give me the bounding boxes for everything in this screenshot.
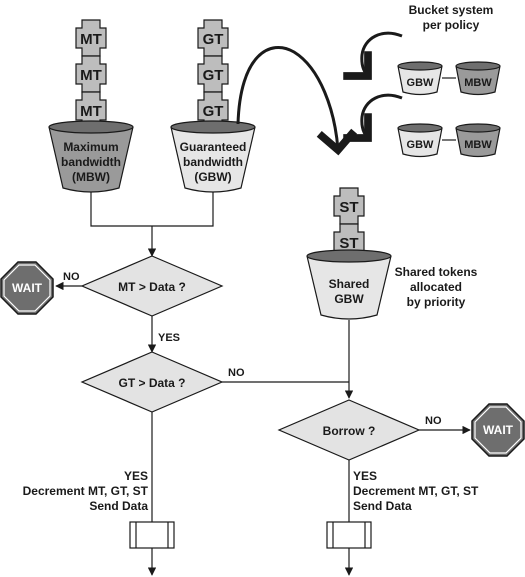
- svg-text:allocated: allocated: [410, 280, 462, 294]
- wait-label: WAIT: [483, 423, 514, 437]
- svg-text:by priority: by priority: [407, 295, 466, 309]
- yes-label: YES: [353, 469, 377, 483]
- no-label: NO: [228, 367, 245, 379]
- bucket-label-line: (MBW): [72, 170, 110, 184]
- bucket-label-line: GBW: [334, 292, 364, 306]
- bucket-system-caption: per policy: [423, 18, 480, 32]
- bucket-system: Bucket system per policy GBW MBW GBW MBW: [343, 3, 501, 158]
- bucket-label-line: bandwidth: [61, 155, 121, 169]
- gbw-mini-label: GBW: [407, 139, 435, 151]
- yes-label: YES: [124, 469, 148, 483]
- gt-token: GT: [197, 91, 229, 129]
- left-action-text: YES Decrement MT, GT, ST Send Data: [23, 469, 149, 513]
- bucket-label-line: Shared: [329, 277, 370, 291]
- st-token: ST: [333, 223, 365, 261]
- mbw-mini-label: MBW: [464, 139, 492, 151]
- bucket-label-line: (GBW): [194, 170, 231, 184]
- refill-arrow-icon: [343, 31, 403, 80]
- decision-label: MT > Data ?: [118, 280, 186, 294]
- mt-token-label: MT: [80, 67, 102, 84]
- guaranteed-bandwidth-bucket: Guaranteed bandwidth (GBW): [170, 120, 256, 193]
- decision-label: GT > Data ?: [118, 376, 185, 390]
- no-label: NO: [63, 271, 80, 283]
- send-data-process-box: [129, 521, 175, 549]
- bucket-system-caption: Bucket system: [409, 3, 494, 17]
- gbw-mini-label: GBW: [407, 77, 435, 89]
- st-token-stack: ST ST: [333, 187, 365, 261]
- svg-text:Shared tokens: Shared tokens: [395, 265, 478, 279]
- gbw-mini-bucket: GBW: [397, 61, 443, 96]
- send-data-label: Send Data: [89, 499, 148, 513]
- gt-token: GT: [197, 19, 229, 57]
- mt-data-decision: MT > Data ?: [80, 255, 224, 317]
- mt-token: MT: [75, 55, 107, 93]
- mbw-mini-bucket: MBW: [455, 61, 501, 96]
- shared-gbw-bucket: Shared GBW: [306, 249, 392, 320]
- bucket-label-line: Guaranteed: [180, 140, 247, 154]
- send-data-label: Send Data: [353, 499, 412, 513]
- bucket-merge-connector: [90, 192, 214, 257]
- gbw-transfer-arrow: [236, 46, 358, 156]
- decrement-label: Decrement MT, GT, ST: [23, 484, 149, 498]
- borrow-decision: Borrow ?: [277, 399, 421, 461]
- wait-label: WAIT: [12, 281, 43, 295]
- gbw-mini-bucket: GBW: [397, 123, 443, 158]
- mbw-mini-bucket: MBW: [455, 123, 501, 158]
- bucket-label-line: Maximum: [63, 140, 118, 154]
- maximum-bandwidth-bucket: Maximum bandwidth (MBW): [48, 120, 134, 193]
- send-data-process-box: [326, 521, 372, 549]
- mbw-mini-label: MBW: [464, 77, 492, 89]
- st-token-label: ST: [339, 199, 358, 216]
- decrement-label: Decrement MT, GT, ST: [353, 484, 479, 498]
- wait-stop-sign-left: WAIT: [0, 261, 54, 315]
- yes-label: YES: [158, 332, 180, 344]
- gt-token-stack: GT GT GT: [197, 19, 229, 129]
- no-label: NO: [425, 415, 442, 427]
- mt-token: MT: [75, 91, 107, 129]
- mt-token-label: MT: [80, 103, 102, 120]
- right-action-text: YES Decrement MT, GT, ST Send Data: [353, 469, 479, 513]
- mt-token-label: MT: [80, 31, 102, 48]
- refill-arrow-icon: [343, 93, 403, 142]
- decision-label: Borrow ?: [323, 424, 376, 438]
- gt-token-label: GT: [203, 31, 224, 48]
- bucket-label-line: bandwidth: [183, 155, 243, 169]
- st-token-label: ST: [339, 235, 358, 252]
- gt-data-decision: GT > Data ?: [80, 351, 224, 413]
- gt-token-label: GT: [203, 103, 224, 120]
- gt-token: GT: [197, 55, 229, 93]
- st-token: ST: [333, 187, 365, 225]
- mt-token-stack: MT MT MT: [75, 19, 107, 129]
- mt-token: MT: [75, 19, 107, 57]
- shared-tokens-caption: Shared tokens allocated by priority: [395, 265, 478, 309]
- wait-stop-sign-right: WAIT: [471, 403, 525, 457]
- gt-token-label: GT: [203, 67, 224, 84]
